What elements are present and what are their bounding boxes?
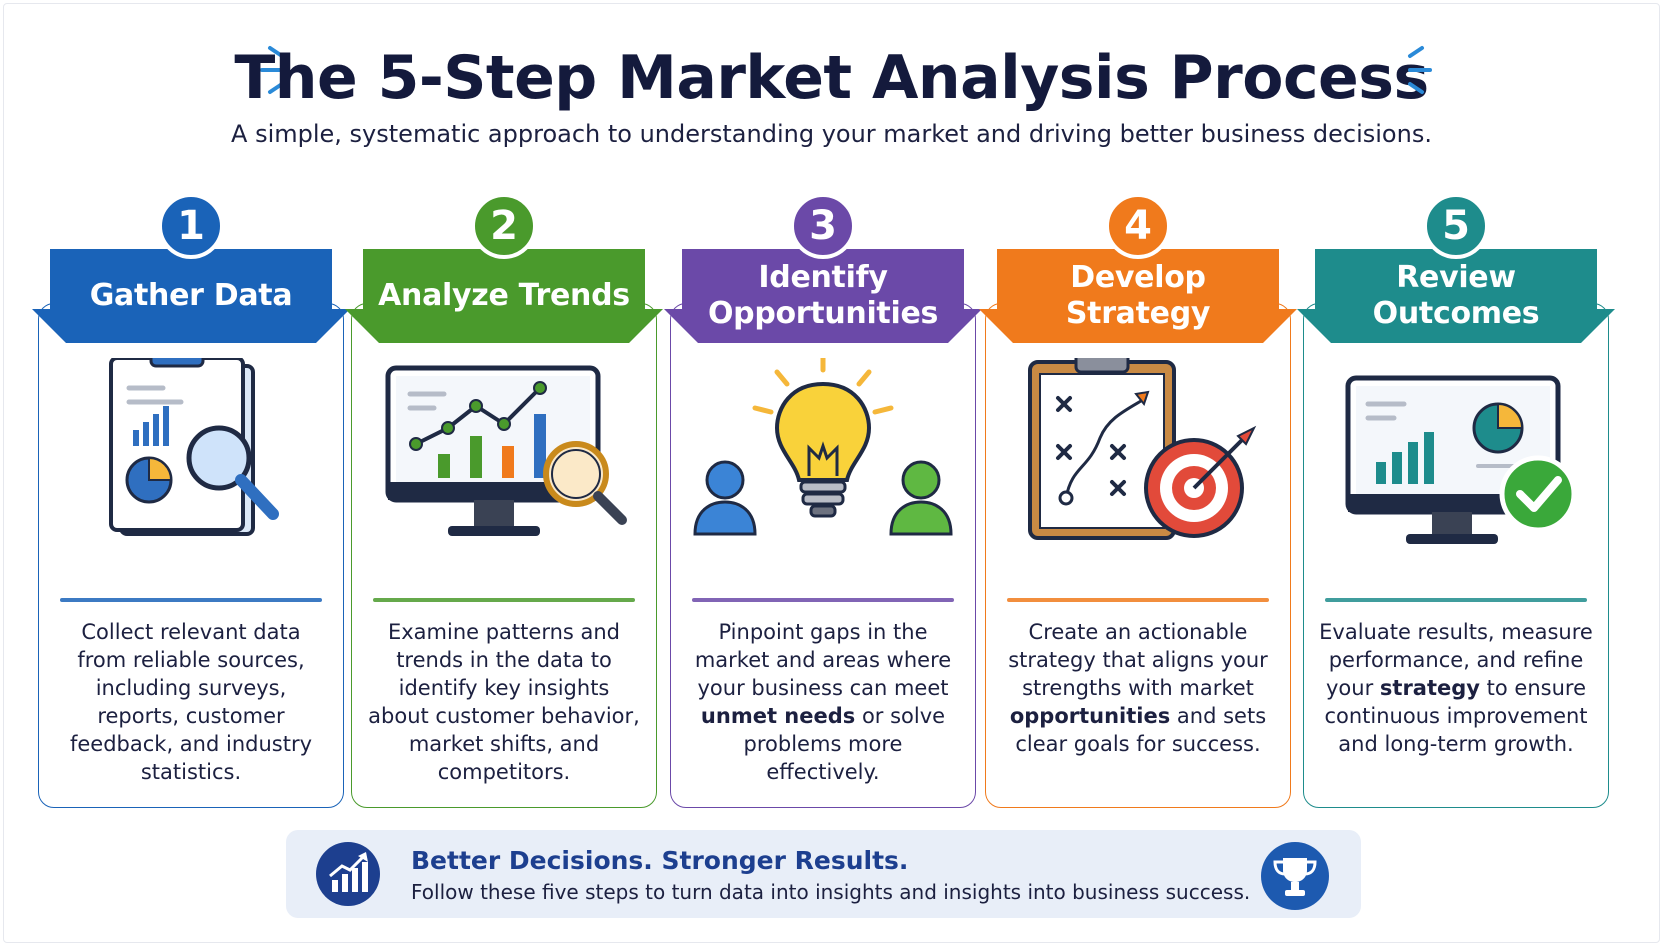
step-number-badge: 4 <box>1105 193 1171 259</box>
step-number-badge: 1 <box>158 193 224 259</box>
step-description: Create an actionable strategy that align… <box>1008 620 1268 756</box>
step-title: Analyze Trends <box>378 278 630 313</box>
monitor-checkmark-icon <box>1345 375 1577 544</box>
step-card-gather-data: 1 Gather Data Collect relevant data from… <box>32 193 350 808</box>
step-number-badge: 2 <box>471 193 537 259</box>
step-description: Pinpoint gaps in the market and areas wh… <box>694 620 952 784</box>
trophy-icon <box>1261 842 1329 910</box>
step-card-analyze-trends: 2 Analyze Trends Examine patterns and tr… <box>345 193 663 808</box>
infographic-frame <box>3 3 1660 943</box>
title-row: The 5-Step Market Analysis Process <box>0 38 1663 118</box>
step-title-banner: Review Outcomes <box>1297 249 1615 343</box>
page-subtitle: A simple, systematic approach to underst… <box>231 120 1432 148</box>
step-card-develop-strategy: 4 Develop Strategy Create an actionable … <box>979 193 1297 808</box>
step-number-badge: 5 <box>1423 193 1489 259</box>
monitor-chart-magnifier-icon <box>385 365 627 536</box>
step-card-identify-opportunities: 3 Identify Opportunities Pinpoint gaps i… <box>664 193 982 808</box>
clipboard-magnifier-icon <box>109 358 279 536</box>
step-divider <box>1007 598 1269 602</box>
step-title: Review Outcomes <box>1372 260 1540 331</box>
step-title-banner: Gather Data <box>32 249 350 343</box>
footer-banner: Better Decisions. Stronger Results. Foll… <box>286 830 1361 918</box>
step-title-banner: Identify Opportunities <box>664 249 982 343</box>
step-number-badge: 3 <box>790 193 856 259</box>
step-card-review-outcomes: 5 Review Outcomes Evaluate results, meas… <box>1297 193 1615 808</box>
step-title-banner: Develop Strategy <box>979 249 1297 343</box>
step-divider <box>692 598 954 602</box>
step-description: Collect relevant data from reliable sour… <box>69 620 313 784</box>
step-divider <box>1325 598 1587 602</box>
step-divider <box>60 598 322 602</box>
page-title: The 5-Step Market Analysis Process <box>234 43 1429 113</box>
step-divider <box>373 598 635 602</box>
step-description: Evaluate results, measure performance, a… <box>1319 620 1593 756</box>
footer-text: Follow these five steps to turn data int… <box>411 880 1251 904</box>
step-title-banner: Analyze Trends <box>345 249 663 343</box>
footer-title: Better Decisions. Stronger Results. <box>411 846 909 875</box>
step-description: Examine patterns and trends in the data … <box>368 620 640 784</box>
accent-burst-left-icon <box>260 46 284 94</box>
strategy-target-icon <box>1028 358 1257 540</box>
growth-chart-icon <box>316 842 380 906</box>
step-title: Gather Data <box>89 278 293 313</box>
lightbulb-people-icon <box>693 358 953 536</box>
step-title: Develop Strategy <box>1065 260 1211 331</box>
step-title: Identify Opportunities <box>707 260 939 331</box>
accent-burst-right-icon <box>1408 46 1432 94</box>
